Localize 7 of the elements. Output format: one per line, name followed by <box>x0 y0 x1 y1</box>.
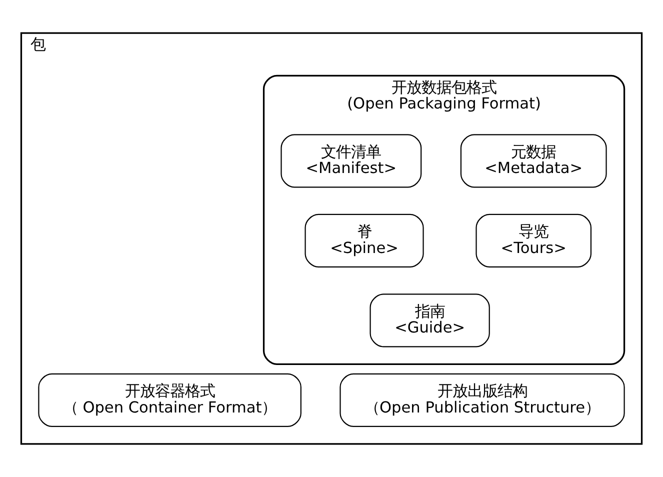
node-box: 文件清单 <Manifest> <box>280 134 422 188</box>
node-box: 开放容器格式 （ Open Container Format） <box>38 373 302 427</box>
node-box: 元数据 <Metadata> <box>460 134 607 188</box>
node-box: 脊 <Spine> <box>304 214 424 268</box>
node-box: 开放出版结构 （Open Publication Structure） <box>340 373 625 427</box>
node-box: 导览 <Tours> <box>476 214 592 268</box>
node-box: 指南 <Guide> <box>370 294 490 348</box>
